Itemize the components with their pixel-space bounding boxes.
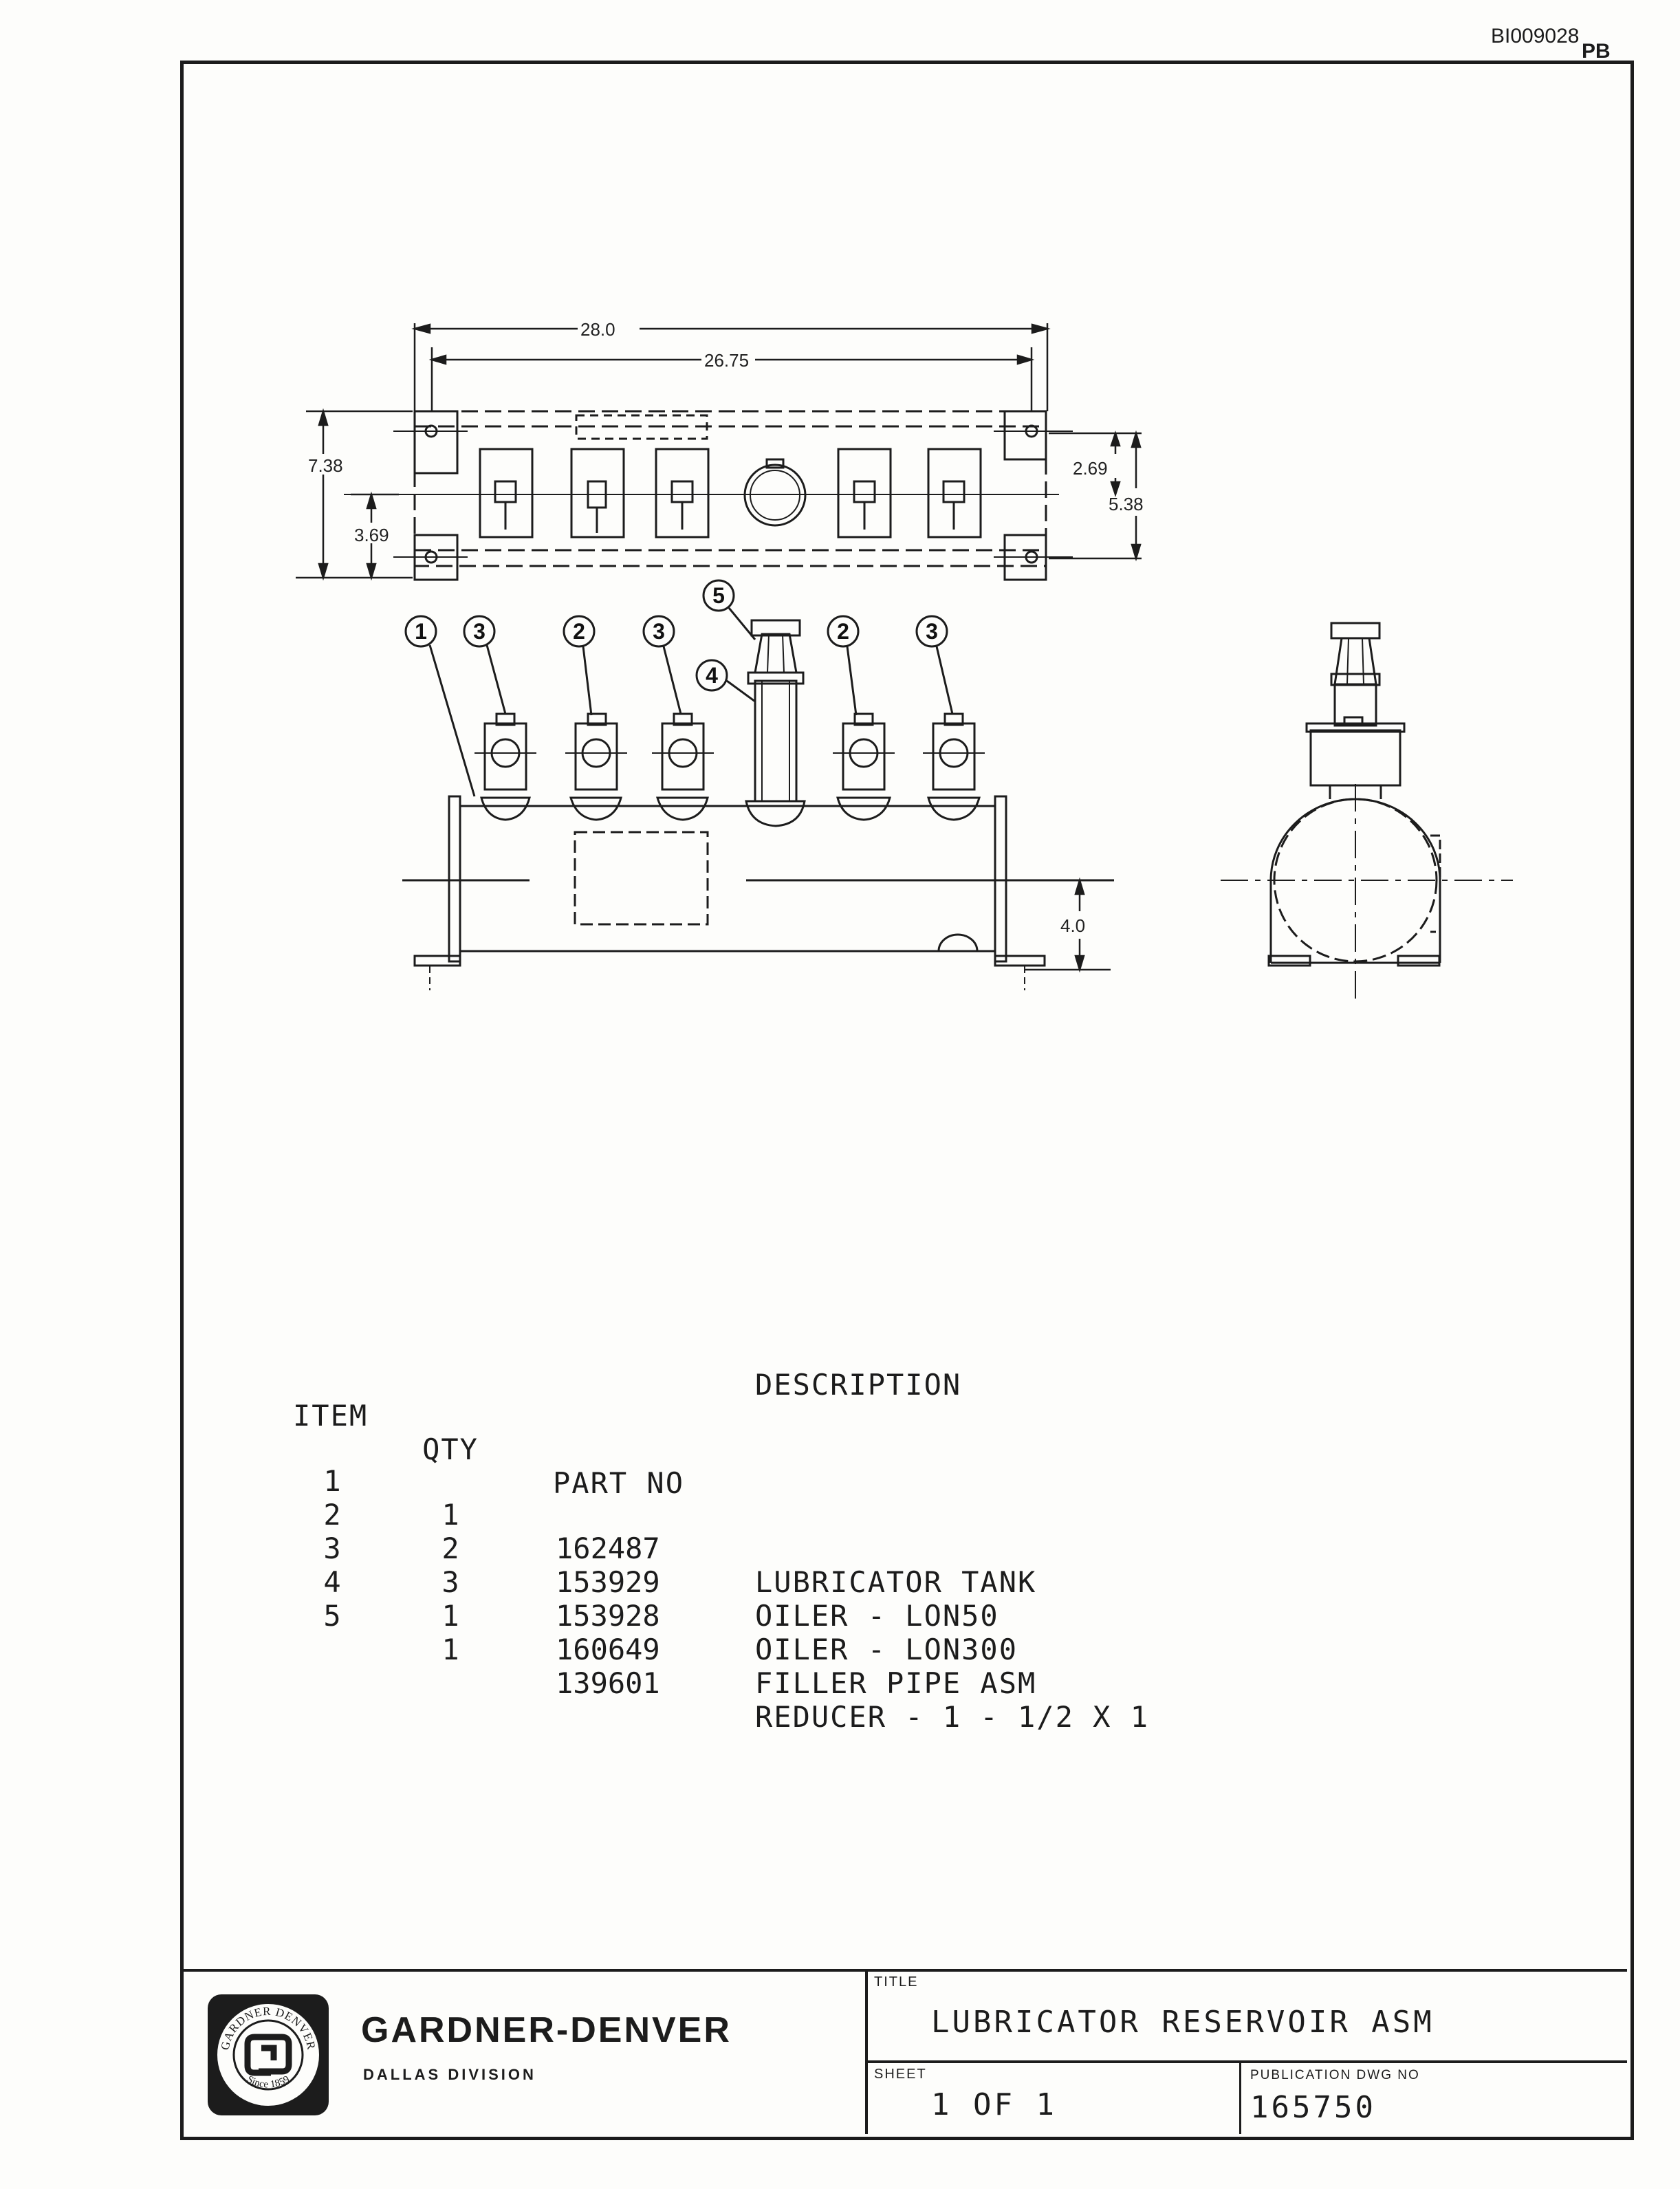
division-name: DALLAS DIVISION (363, 2066, 536, 2083)
side-view (1221, 622, 1513, 1004)
parts-row: 4 1 160649 FILLER PIPE ASM (289, 1532, 1035, 1700)
front-view-dimension (1025, 877, 1111, 973)
qty-cell: 1 (441, 1633, 459, 1666)
item-cell: 5 (323, 1599, 341, 1633)
title-block: TITLE LUBRICATOR RESERVOIR ASM SHEET 1 O… (180, 1969, 1627, 2134)
description-cell: OILER - LON50 (755, 1599, 999, 1633)
logo-ring-bottom: Since 1859 (245, 2074, 292, 2091)
balloon-3c: 3 (926, 619, 938, 644)
dim-5-38: 5.38 (1109, 494, 1144, 514)
balloon-2a: 2 (573, 619, 585, 644)
title-block-top-rule (180, 1969, 1627, 1972)
header-part-no: PART NO (553, 1466, 685, 1500)
balloon-1: 1 (415, 619, 427, 644)
document-id: BI009028 (1491, 25, 1580, 47)
parts-list-header: ITEM QTY PART NO DESCRIPTION (289, 1365, 960, 1500)
part-no-cell: 139601 (556, 1666, 660, 1700)
item-cell: 1 (323, 1464, 341, 1498)
item-cell: 3 (323, 1532, 341, 1565)
balloon-3b: 3 (653, 619, 665, 644)
part-no-cell: 160649 (556, 1633, 660, 1666)
parts-row: 2 2 153929 OILER - LON50 (289, 1464, 997, 1633)
title-block-mid-rule (865, 2060, 1627, 2063)
description-cell: REDUCER - 1 - 1/2 X 1 (755, 1700, 1150, 1734)
top-view-dimensions (296, 323, 1142, 581)
item-cell: 4 (323, 1565, 341, 1599)
balloons (404, 579, 954, 797)
balloon-3a: 3 (473, 619, 486, 644)
parts-list: ITEM QTY PART NO DESCRIPTION 1 1 162487 … (289, 1365, 1148, 1734)
balloon-4: 4 (706, 663, 718, 688)
header-item: ITEM (293, 1399, 369, 1433)
item-cell: 2 (323, 1498, 341, 1532)
title-label: TITLE (874, 1974, 919, 1990)
description-cell: LUBRICATOR TANK (755, 1565, 1037, 1599)
gardner-denver-logo-icon: GARDNER DENVER Since 1859 (208, 1994, 329, 2115)
publication-dwg-number: 165750 (1250, 2090, 1376, 2125)
publication-dwg-label: PUBLICATION DWG NO (1250, 2068, 1420, 2082)
header-description: DESCRIPTION (755, 1368, 962, 1402)
header-qty: QTY (422, 1433, 479, 1466)
dim-28: 28.0 (580, 319, 615, 340)
company-name: GARDNER-DENVER (361, 2010, 732, 2050)
drawing-title: LUBRICATOR RESERVOIR ASM (931, 2005, 1434, 2040)
dim-2-69: 2.69 (1073, 458, 1108, 479)
sheet-value: 1 OF 1 (931, 2087, 1057, 2122)
svg-text:Since 1859: Since 1859 (245, 2074, 292, 2091)
parts-row: 5 1 139601 REDUCER - 1 - 1/2 X 1 (289, 1565, 1148, 1734)
balloon-5: 5 (712, 583, 725, 608)
part-no-cell: 153928 (556, 1599, 660, 1633)
dim-7-38: 7.38 (308, 455, 343, 476)
title-block-divider (865, 1969, 868, 2134)
title-block-sheet-divider (1239, 2060, 1241, 2134)
sheet-label: SHEET (874, 2067, 927, 2082)
top-view (344, 410, 1073, 581)
parts-row: 1 1 162487 LUBRICATOR TANK (289, 1430, 1035, 1599)
description-cell: OILER - LON300 (755, 1633, 1018, 1666)
balloon-labels: 1 3 2 3 5 4 2 3 (415, 583, 938, 688)
dim-4-0: 4.0 (1060, 915, 1085, 936)
part-no-cell: 153929 (556, 1565, 660, 1599)
description-cell: FILLER PIPE ASM (755, 1666, 1037, 1700)
qty-cell: 1 (441, 1498, 459, 1532)
part-no-cell: 162487 (556, 1532, 660, 1565)
qty-cell: 3 (441, 1565, 459, 1599)
qty-cell: 1 (441, 1599, 459, 1633)
document-mark: PB (1582, 40, 1611, 63)
qty-cell: 2 (441, 1532, 459, 1565)
dimension-labels: 28.0 26.75 7.38 3.69 2.69 5.38 4.0 (308, 319, 1144, 936)
balloon-2b: 2 (837, 619, 849, 644)
drawing-frame (180, 61, 1634, 2140)
dim-3-69: 3.69 (354, 525, 389, 545)
dim-26-75: 26.75 (704, 350, 749, 371)
parts-row: 3 3 153928 OILER - LON300 (289, 1498, 1016, 1666)
front-view (402, 619, 1114, 990)
